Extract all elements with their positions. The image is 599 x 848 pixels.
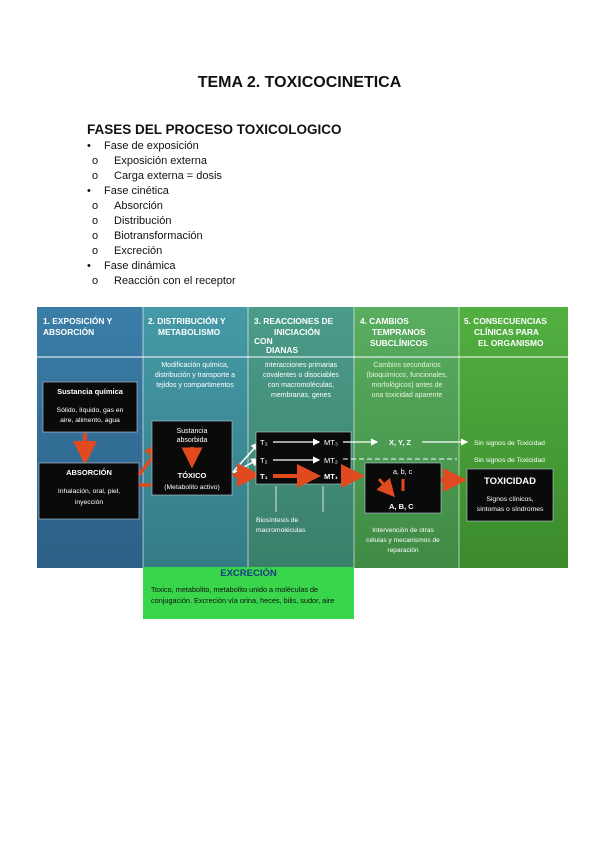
- outline-text: Reacción con el receptor: [114, 275, 236, 287]
- outline-text: Fase de exposición: [104, 140, 199, 152]
- abc-lower: a, b, c: [393, 469, 413, 476]
- col3-heading-l3: CON: [254, 336, 273, 346]
- biosintesis-l1: Biosíntesis de: [256, 517, 299, 524]
- outline-text: Carga externa = dosis: [114, 170, 222, 182]
- xyz-label: X, Y, Z: [389, 438, 411, 447]
- sub-bullet-marker: o: [92, 155, 99, 167]
- toxicidad-label: TOXICIDAD: [484, 476, 536, 487]
- sub-bullet-marker: o: [92, 230, 99, 242]
- column-5-bg: [459, 307, 568, 568]
- col3-desc-l1: Interacciones primarias: [265, 362, 338, 369]
- sustancia-quimica-detail-l1: Sólido, líquido, gas en: [57, 407, 124, 414]
- toxicidad-box: [466, 468, 554, 522]
- outline-text: Excreción: [114, 245, 163, 257]
- sustancia-quimica-label: Sustancia química: [57, 387, 124, 396]
- target-t2: T₂: [260, 456, 268, 465]
- col3-desc-l4: membranas, genes: [271, 392, 331, 399]
- outline-text: Exposición externa: [114, 155, 207, 167]
- intervencion-l1: Intervención de otras: [372, 527, 434, 534]
- outline-text: Fase dinámica: [104, 260, 176, 272]
- toxicidad-detail-l1: Signos clínicos,: [486, 496, 533, 503]
- absorcion-label: ABSORCIÓN: [66, 468, 112, 477]
- col2-heading-l2: METABOLISMO: [158, 327, 221, 337]
- absorcion-box: [38, 462, 140, 520]
- sustancia-absorbida-l2: absorbida: [177, 437, 208, 444]
- target-t3: T₃: [260, 438, 268, 447]
- col1-heading-l2: ABSORCIÓN: [43, 326, 94, 337]
- col5-heading-l2: CLÍNICAS PARA: [474, 326, 539, 337]
- outline-text: Absorción: [114, 200, 163, 212]
- col2-desc-l3: tejidos y compartimentos: [156, 382, 234, 389]
- col4-desc-l1: Cambios secundarios: [373, 362, 441, 369]
- col4-heading-l1: 4. CAMBIOS: [360, 316, 409, 326]
- column-1-bg: [37, 307, 143, 568]
- toxicology-diagram: 1. EXPOSICIÓN Y ABSORCIÓN 2. DISTRIBUCIÓ…: [37, 307, 568, 568]
- mt3: MT₃: [324, 438, 338, 447]
- sustancia-quimica-box: [42, 381, 138, 433]
- bullet-marker: •: [87, 185, 91, 197]
- col5-heading-l1: 5. CONSECUENCIAS: [464, 316, 547, 326]
- col1-heading-l1: 1. EXPOSICIÓN Y: [43, 315, 113, 326]
- col4-desc-l2: (bioquímicos, funcionales,: [367, 372, 448, 379]
- col3-heading-l4: DIANAS: [266, 345, 299, 355]
- excrecion-body: Toxico, metabolito, metabolito unido a m…: [151, 585, 335, 605]
- toxico-label: TÓXICO: [178, 471, 207, 480]
- intervencion-l2: células y mecanismos de: [366, 537, 440, 544]
- sub-bullet-marker: o: [92, 200, 99, 212]
- biosintesis-l2: macromoléculas: [256, 527, 306, 534]
- outline-text: Biotransformación: [114, 230, 203, 242]
- abc-upper: A, B, C: [389, 502, 414, 511]
- outline-text: Fase cinética: [104, 185, 169, 197]
- bullet-marker: •: [87, 140, 91, 152]
- section-title: FASES DEL PROCESO TOXICOLOGICO: [87, 122, 342, 137]
- sin-signos-1: Sin signos de Toxicidad: [474, 440, 545, 447]
- toxico-detail: (Metabolito activo): [164, 484, 220, 491]
- excrecion-box: EXCRECIÓN Toxico, metabolito, metabolito…: [143, 567, 354, 619]
- col3-heading-l2: INICIACIÓN: [274, 326, 320, 337]
- sub-bullet-marker: o: [92, 245, 99, 257]
- col2-desc-l2: distribución y transporte a: [155, 372, 235, 379]
- col4-desc-l3: morfológicos) antes de: [372, 382, 443, 389]
- col5-heading-l3: EL ORGANISMO: [478, 338, 544, 348]
- col4-desc-l4: una toxicidad aparente: [372, 392, 443, 399]
- absorcion-detail-l2: inyección: [75, 499, 104, 506]
- sub-bullet-marker: o: [92, 170, 99, 182]
- absorcion-detail-l1: Inhalación, oral, piel,: [58, 488, 120, 495]
- page-title: TEMA 2. TOXICOCINETICA: [197, 74, 402, 91]
- target-t1: T₁: [260, 472, 268, 481]
- bullet-marker: •: [87, 260, 91, 272]
- sin-signos-2: Sin signos de Toxicidad: [474, 457, 545, 464]
- sub-bullet-marker: o: [92, 215, 99, 227]
- col3-heading-l1: 3. REACCIONES DE: [254, 316, 334, 326]
- col2-heading-l1: 2. DISTRIBUCIÓN Y: [148, 315, 226, 326]
- intervencion-l3: reparación: [387, 547, 418, 554]
- toxicidad-detail-l2: síntomas o síndromes: [477, 506, 544, 513]
- outline-text: Distribución: [114, 215, 172, 227]
- sustancia-quimica-detail-l2: aire, alimento, agua: [60, 417, 120, 424]
- mt1: MT₁: [324, 472, 338, 481]
- mt2: MT₂: [324, 456, 338, 465]
- col3-desc-l3: con macromoléculas,: [268, 382, 334, 389]
- col3-desc-l2: covalentes o disociables: [263, 372, 339, 379]
- column-headings: 1. EXPOSICIÓN Y ABSORCIÓN 2. DISTRIBUCIÓ…: [43, 315, 547, 355]
- excrecion-title: EXCRECIÓN: [220, 568, 277, 579]
- column-4-bg: [354, 307, 459, 568]
- col4-heading-l3: SUBCLÍNICOS: [370, 337, 428, 348]
- sustancia-absorbida-l1: Sustancia: [177, 428, 208, 435]
- col4-heading-l2: TEMPRANOS: [372, 327, 426, 337]
- col2-desc-l1: Modificación química,: [161, 362, 228, 369]
- sub-bullet-marker: o: [92, 275, 99, 287]
